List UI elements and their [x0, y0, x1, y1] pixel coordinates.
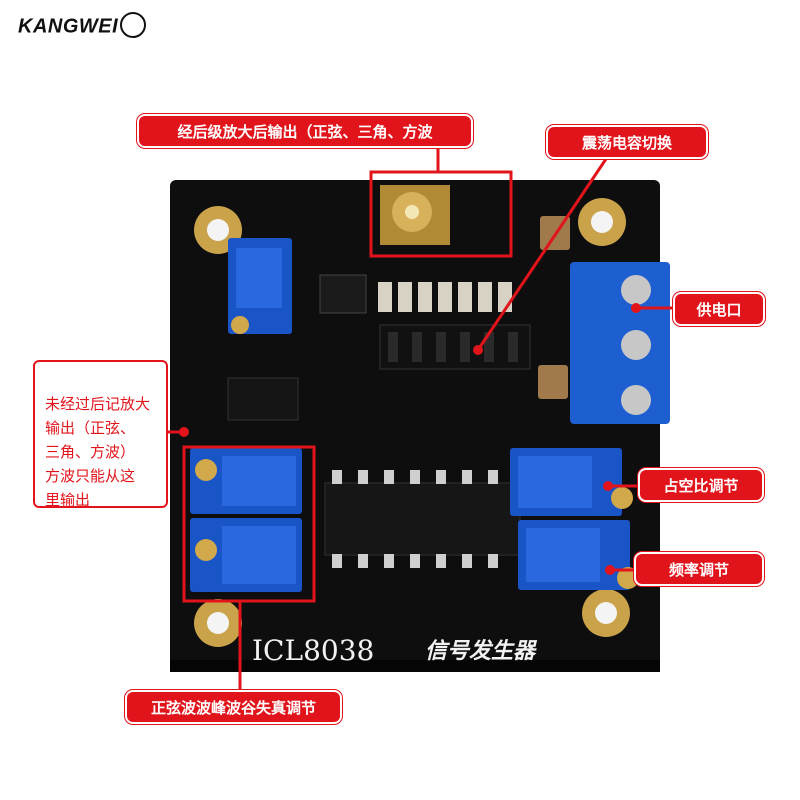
board-chip-label: ICL8038	[252, 634, 374, 667]
potentiometer-frequency	[518, 520, 639, 590]
callout-raw-output: 未经过后记放大 输出（正弦、 三角、方波） 方波只能从这 里输出	[33, 360, 168, 509]
highlight-frame-distortion-pots	[182, 445, 316, 603]
potentiometer-top-left	[228, 238, 292, 334]
potentiometer-duty-cycle	[510, 448, 633, 516]
brand-name: KANGWEI	[18, 15, 119, 38]
callout-raw-output-text: 未经过后记放大 输出（正弦、 三角、方波） 方波只能从这 里输出	[45, 395, 151, 509]
mounting-hole-top-right	[578, 198, 626, 246]
callout-distortion-text: 正弦波波峰波谷失真调节	[150, 698, 316, 717]
output-jumper	[227, 377, 299, 421]
power-terminal-block	[570, 262, 670, 424]
highlight-frame-sma	[369, 170, 513, 258]
brand-logo: KANGWEI	[18, 12, 147, 40]
callout-cap-switch-text: 震荡电容切换	[581, 133, 672, 152]
callout-output-amplified-text: 经后级放大后输出（正弦、三角、方波	[177, 122, 433, 141]
mounting-hole-bottom-right	[582, 589, 630, 637]
capacitor-c1	[538, 365, 568, 399]
smd-component-row	[378, 282, 512, 312]
callout-duty-cycle: 占空比调节	[640, 470, 762, 500]
potentiometer-distortion-upper	[190, 448, 302, 514]
capacitor-jumper-header	[379, 324, 531, 370]
opamp-chip	[319, 274, 367, 314]
sma-connector	[380, 185, 450, 245]
callout-power-text: 供电口	[696, 300, 742, 319]
connector-cap-switch	[476, 149, 614, 351]
board-title-label: 信号发生器	[425, 638, 538, 664]
callout-output-amplified: 经后级放大后输出（正弦、三角、方波	[139, 116, 471, 146]
callout-frequency: 频率调节	[636, 554, 762, 584]
mounting-hole-bottom-left	[194, 599, 242, 647]
callout-duty-cycle-text: 占空比调节	[663, 476, 739, 495]
callout-distortion: 正弦波波峰波谷失真调节	[127, 692, 340, 722]
callout-frequency-text: 频率调节	[668, 560, 729, 579]
callout-power: 供电口	[675, 294, 763, 324]
brand-badge-icon	[120, 12, 147, 38]
icl8038-chip	[324, 470, 521, 568]
potentiometer-distortion-lower	[190, 518, 302, 592]
callout-cap-switch: 震荡电容切换	[548, 127, 706, 157]
